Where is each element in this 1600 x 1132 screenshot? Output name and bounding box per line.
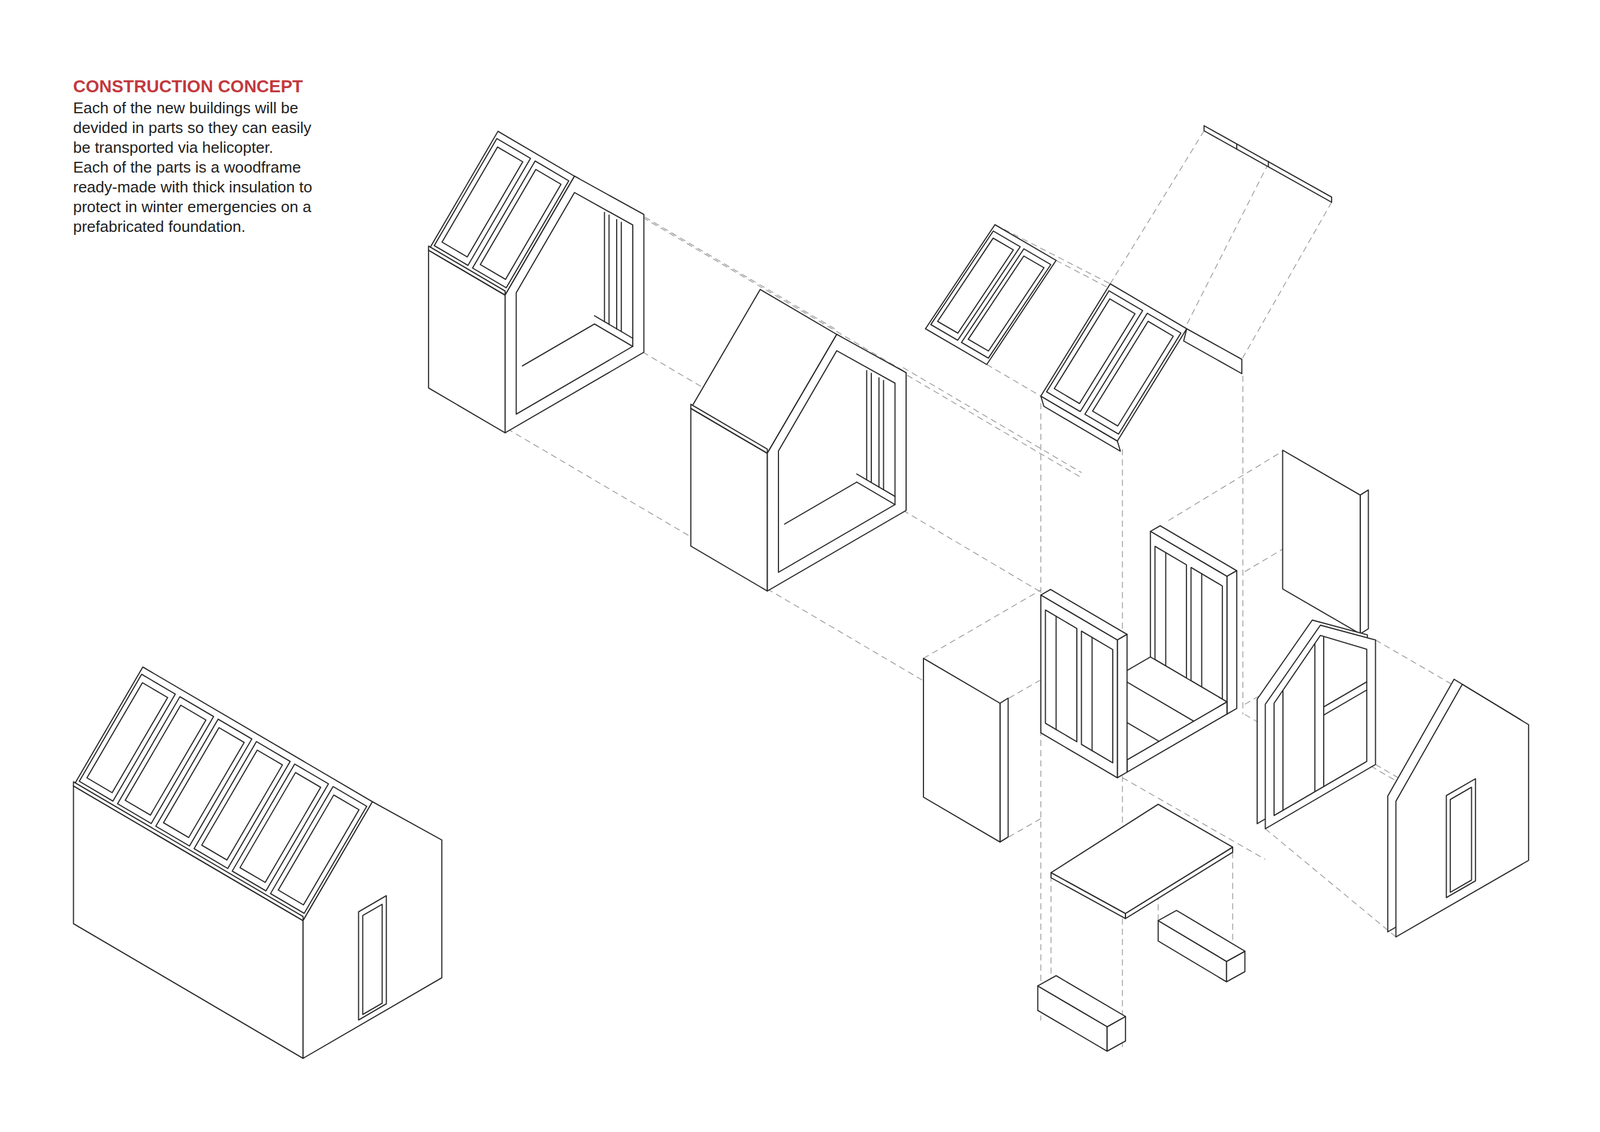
stud-line — [620, 222, 623, 332]
floor-platform — [1051, 804, 1233, 914]
guide-line — [1110, 130, 1205, 284]
gable-wall — [1395, 684, 1529, 937]
foundation-beam — [1037, 975, 1126, 1027]
stud-line — [1200, 573, 1203, 687]
stud-line — [882, 380, 884, 490]
stud-line — [1282, 690, 1284, 811]
guide-line — [903, 510, 1041, 593]
stud-line — [604, 212, 606, 322]
window-frame — [1084, 313, 1181, 435]
guide-line — [767, 589, 925, 681]
note-text: Each of the parts is a woodframe ready-m… — [73, 157, 319, 237]
gable-frame-back — [1257, 620, 1368, 824]
roof-sheet-joint — [1268, 161, 1270, 167]
stud-line — [870, 373, 872, 483]
floor-edge — [594, 315, 633, 338]
frame-bay — [1191, 567, 1223, 700]
window-frame — [961, 248, 1051, 358]
gable-opening — [515, 192, 633, 415]
gable-wall — [505, 176, 645, 433]
roof-edge — [690, 404, 768, 454]
stud-line — [1091, 637, 1093, 751]
roof-slope — [1183, 328, 1242, 374]
joist-line — [1117, 675, 1194, 721]
door-leaf — [1450, 787, 1472, 893]
roof-panel — [1040, 284, 1188, 442]
guide-line — [1265, 828, 1396, 937]
gable-frame — [1265, 625, 1376, 829]
gable-opening — [778, 350, 895, 573]
gable-wall — [303, 801, 443, 1059]
frame-bay — [1081, 631, 1113, 763]
stud-line — [1055, 616, 1057, 730]
window-glass — [1092, 321, 1174, 427]
frame-bay — [1045, 610, 1077, 742]
gable-wall — [767, 334, 907, 591]
foundation-beam — [1158, 910, 1246, 962]
wall-panel — [1282, 450, 1360, 635]
door-frame — [358, 895, 386, 1020]
guide-line — [1242, 375, 1243, 715]
guide-line — [1244, 548, 1283, 572]
stud-line — [616, 219, 618, 329]
guide-line — [1050, 875, 1052, 980]
door-leaf — [362, 904, 382, 1015]
guide-line — [1232, 852, 1233, 950]
stud-line — [1314, 643, 1316, 792]
wall-edge — [1000, 698, 1009, 842]
frame-bay — [1154, 546, 1186, 679]
stud-line — [878, 377, 880, 487]
title: CONSTRUCTION CONCEPT — [73, 75, 319, 98]
floor-edge — [522, 324, 595, 367]
roof-sheet-joint — [1236, 143, 1238, 150]
wall-panel — [923, 658, 1001, 843]
text-column: CONSTRUCTION CONCEPTEach of the new buil… — [73, 75, 319, 237]
guide-line — [1186, 163, 1269, 325]
roof-panel — [925, 224, 1056, 365]
floor-edge — [784, 482, 857, 525]
stud-line — [1164, 552, 1167, 666]
guide-line — [1241, 201, 1332, 359]
stud-line — [608, 215, 610, 325]
wall-edge — [1360, 490, 1369, 635]
stud-line — [865, 370, 868, 480]
frame-side — [1117, 634, 1128, 778]
stud-line — [1323, 681, 1367, 708]
frame-side — [1226, 570, 1237, 714]
stud-line — [1323, 636, 1325, 787]
door-frame — [1446, 779, 1476, 898]
guide-line — [1168, 451, 1283, 521]
window-glass — [968, 255, 1044, 352]
roof-sheet — [1203, 125, 1332, 203]
guide-line — [923, 590, 1041, 659]
wall-frame — [1040, 595, 1118, 778]
note-text: Each of the new buildings will be devide… — [73, 98, 319, 158]
floor-edge — [856, 474, 896, 497]
gable-frame-opening — [1274, 635, 1367, 816]
